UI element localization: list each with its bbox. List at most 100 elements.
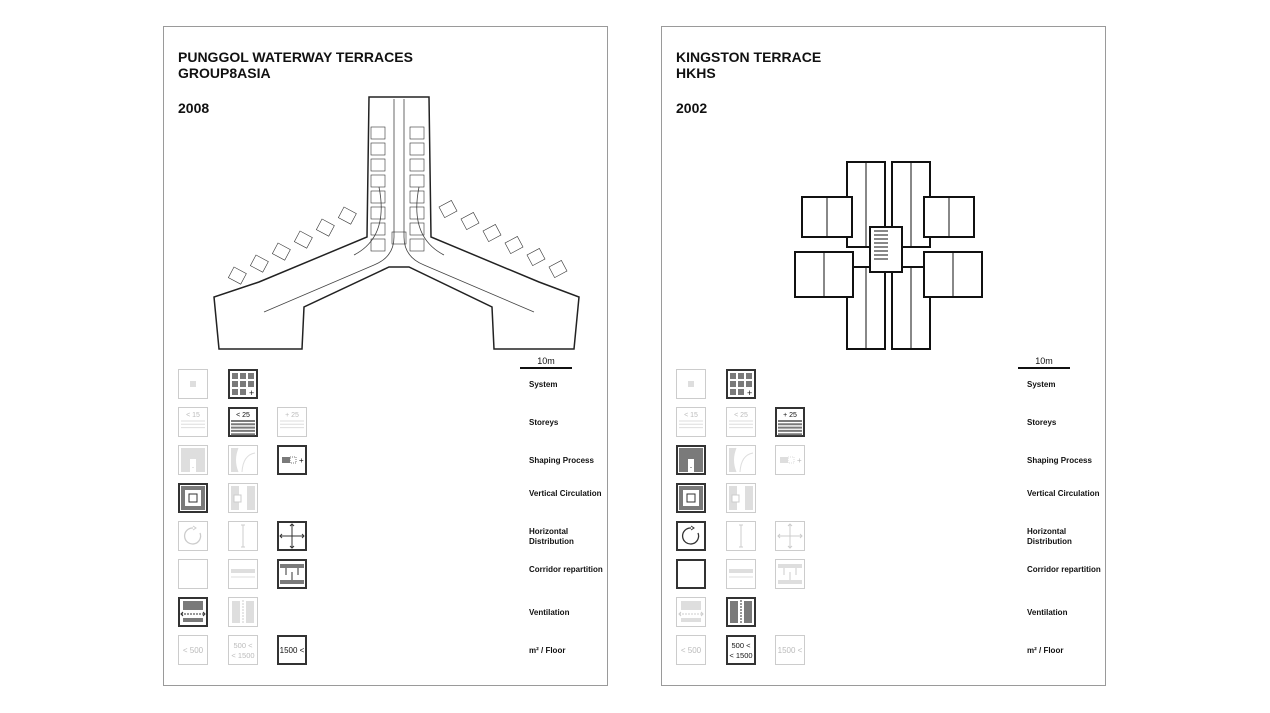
legend-label: Horizontal Distribution	[1027, 527, 1072, 546]
legend-row: Vertical Circulation	[676, 483, 1099, 515]
svg-text:1500 <: 1500 <	[778, 646, 803, 655]
cross-icon	[775, 521, 805, 551]
scale-label: 10m	[537, 356, 555, 366]
svg-text:1500 <: 1500 <	[280, 646, 305, 655]
split-icon	[725, 483, 756, 513]
linear-icon	[725, 521, 756, 551]
svg-text:< 500: < 500	[681, 646, 702, 655]
storey-icon: < 15	[676, 407, 706, 437]
legend-row: Horizontal Distribution	[676, 521, 1096, 553]
legend-label: System	[529, 380, 558, 389]
svg-text:+ 25: + 25	[285, 412, 299, 419]
legend-label: Horizontal Distribution	[529, 527, 574, 546]
storey-icon: < 15	[178, 407, 208, 437]
grid-icon: +	[725, 369, 756, 399]
svg-text:< 15: < 15	[684, 412, 698, 419]
ventv-icon	[725, 597, 756, 627]
cross-icon	[277, 521, 307, 551]
svg-text:500 <: 500 <	[233, 641, 253, 650]
svg-text:+: +	[797, 456, 802, 465]
circular-icon	[676, 521, 706, 551]
nested-icon	[676, 483, 706, 513]
svg-text:< 500: < 500	[183, 646, 204, 655]
svg-text:< 25: < 25	[734, 412, 748, 419]
legend-label: Corridor repartition	[529, 565, 603, 574]
svg-text:< 15: < 15	[186, 412, 200, 419]
svg-text:-: -	[690, 465, 692, 471]
legend-row: Corridor repartition	[676, 559, 1101, 591]
legend-row: Corridor repartition	[178, 559, 603, 591]
curve-icon	[725, 445, 756, 475]
project-name: KINGSTON TERRACE	[676, 49, 822, 65]
circular-icon	[178, 521, 208, 551]
svg-text:< 1500: < 1500	[231, 651, 254, 660]
legend-row: + System	[676, 369, 1096, 401]
project-year: 2008	[178, 100, 210, 116]
legend-label: Shaping Process	[529, 456, 594, 465]
legend-label: m² / Floor	[529, 646, 566, 655]
legend-row: Vertical Circulation	[178, 483, 601, 515]
text2-icon: 500 << 1500	[725, 635, 756, 665]
legend-row: < 500 500 << 1500 1500 < m² / Floor	[178, 635, 598, 667]
ventv-icon	[227, 597, 258, 627]
additive-icon: +	[277, 445, 307, 475]
storey-icon: + 25	[277, 407, 307, 437]
empty-icon	[676, 559, 706, 589]
storey-icon: < 25	[725, 407, 756, 437]
text-icon: < 500	[178, 635, 208, 665]
project-year: 2002	[676, 100, 708, 116]
scale-bar: 10m	[520, 356, 572, 369]
single-icon	[227, 559, 258, 589]
legend-label: System	[1027, 380, 1056, 389]
text-icon: 1500 <	[277, 635, 307, 665]
legend-row: Horizontal Distribution	[178, 521, 598, 553]
svg-text:< 1500: < 1500	[729, 651, 752, 660]
svg-text:+: +	[747, 388, 752, 398]
text-icon: 1500 <	[775, 635, 805, 665]
court-icon: -	[178, 445, 208, 475]
double-icon	[775, 559, 805, 589]
architect-name: HKHS	[676, 65, 716, 81]
svg-text:< 25: < 25	[236, 412, 250, 419]
text-icon: < 500	[676, 635, 706, 665]
legend-row: + System	[178, 369, 598, 401]
scale-label: 10m	[1035, 356, 1053, 366]
legend-label: Vertical Circulation	[1027, 489, 1100, 498]
text2-icon: 500 << 1500	[227, 635, 258, 665]
floor-plan-drawing	[164, 87, 609, 387]
curve-icon	[227, 445, 258, 475]
legend-row: < 15 < 25 + 25 Storeys	[178, 407, 598, 439]
architect-name: GROUP8ASIA	[178, 65, 271, 81]
svg-text:+: +	[249, 388, 254, 398]
legend-row: - + Shaping Process	[178, 445, 598, 477]
split-icon	[227, 483, 258, 513]
storey-icon: < 25	[227, 407, 258, 437]
legend-label: Corridor repartition	[1027, 565, 1101, 574]
double-icon	[277, 559, 307, 589]
legend-label: Storeys	[529, 418, 559, 427]
legend-row: - + Shaping Process	[676, 445, 1096, 477]
legend-row: Ventilation	[676, 597, 1096, 629]
legend-label: Shaping Process	[1027, 456, 1092, 465]
legend-label: Vertical Circulation	[529, 489, 602, 498]
legend-row: Ventilation	[178, 597, 598, 629]
dot-icon	[178, 369, 208, 399]
floor-plan-drawing	[662, 87, 1107, 387]
dot-icon	[676, 369, 706, 399]
svg-text:+: +	[299, 456, 304, 465]
additive-icon: +	[775, 445, 805, 475]
scale-bar: 10m	[1018, 356, 1070, 369]
linear-icon	[227, 521, 258, 551]
single-icon	[725, 559, 756, 589]
legend-label: Storeys	[1027, 418, 1057, 427]
svg-text:500 <: 500 <	[731, 641, 751, 650]
venth-icon	[178, 597, 208, 627]
svg-text:-: -	[192, 465, 194, 471]
nested-icon	[178, 483, 208, 513]
